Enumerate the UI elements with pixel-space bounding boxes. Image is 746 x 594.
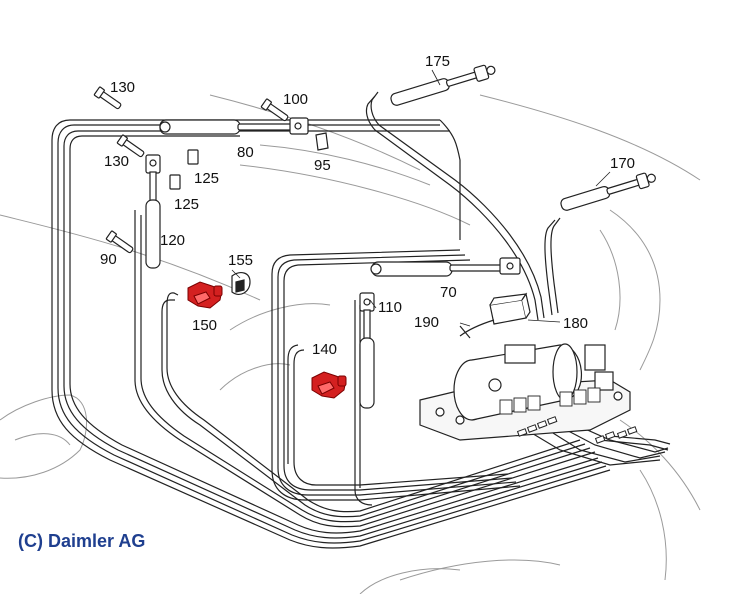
valve-140 (311, 371, 347, 399)
callout-125-upper: 125 (194, 170, 219, 187)
strut-70 (370, 257, 521, 277)
strut-80 (159, 117, 309, 135)
callout-120: 120 (160, 232, 185, 249)
pump-unit (419, 343, 631, 441)
vehicle-outline (0, 94, 701, 594)
callout-190: 190 (414, 314, 439, 331)
callout-130-middle: 130 (104, 153, 129, 170)
callout-100: 100 (283, 91, 308, 108)
callout-170: 170 (610, 155, 635, 172)
callout-150: 150 (192, 317, 217, 334)
callout-175: 175 (425, 53, 450, 70)
callout-155: 155 (228, 252, 253, 269)
callout-90: 90 (100, 251, 117, 268)
callout-80: 80 (237, 144, 254, 161)
callout-140: 140 (312, 341, 337, 358)
strut-175 (390, 64, 496, 106)
callout-95: 95 (314, 157, 331, 174)
strut-120 (145, 154, 161, 269)
callout-70: 70 (440, 284, 457, 301)
strut-170 (560, 172, 656, 211)
callouts: 175 170 130 130 100 80 95 125 125 120 90… (100, 53, 635, 358)
copyright-notice: (C) Daimler AG (18, 531, 146, 551)
leader-lines (231, 69, 611, 327)
line-end-fittings (516, 416, 638, 444)
callout-130-top: 130 (110, 79, 135, 96)
strut-110 (359, 292, 375, 409)
hydraulic-lines (51, 91, 671, 549)
callout-110: 110 (378, 299, 402, 316)
relay-box-180 (459, 292, 531, 339)
valve-150 (187, 281, 223, 309)
callout-180: 180 (563, 315, 588, 332)
bolts (93, 86, 329, 295)
callout-125-lower: 125 (174, 196, 199, 213)
